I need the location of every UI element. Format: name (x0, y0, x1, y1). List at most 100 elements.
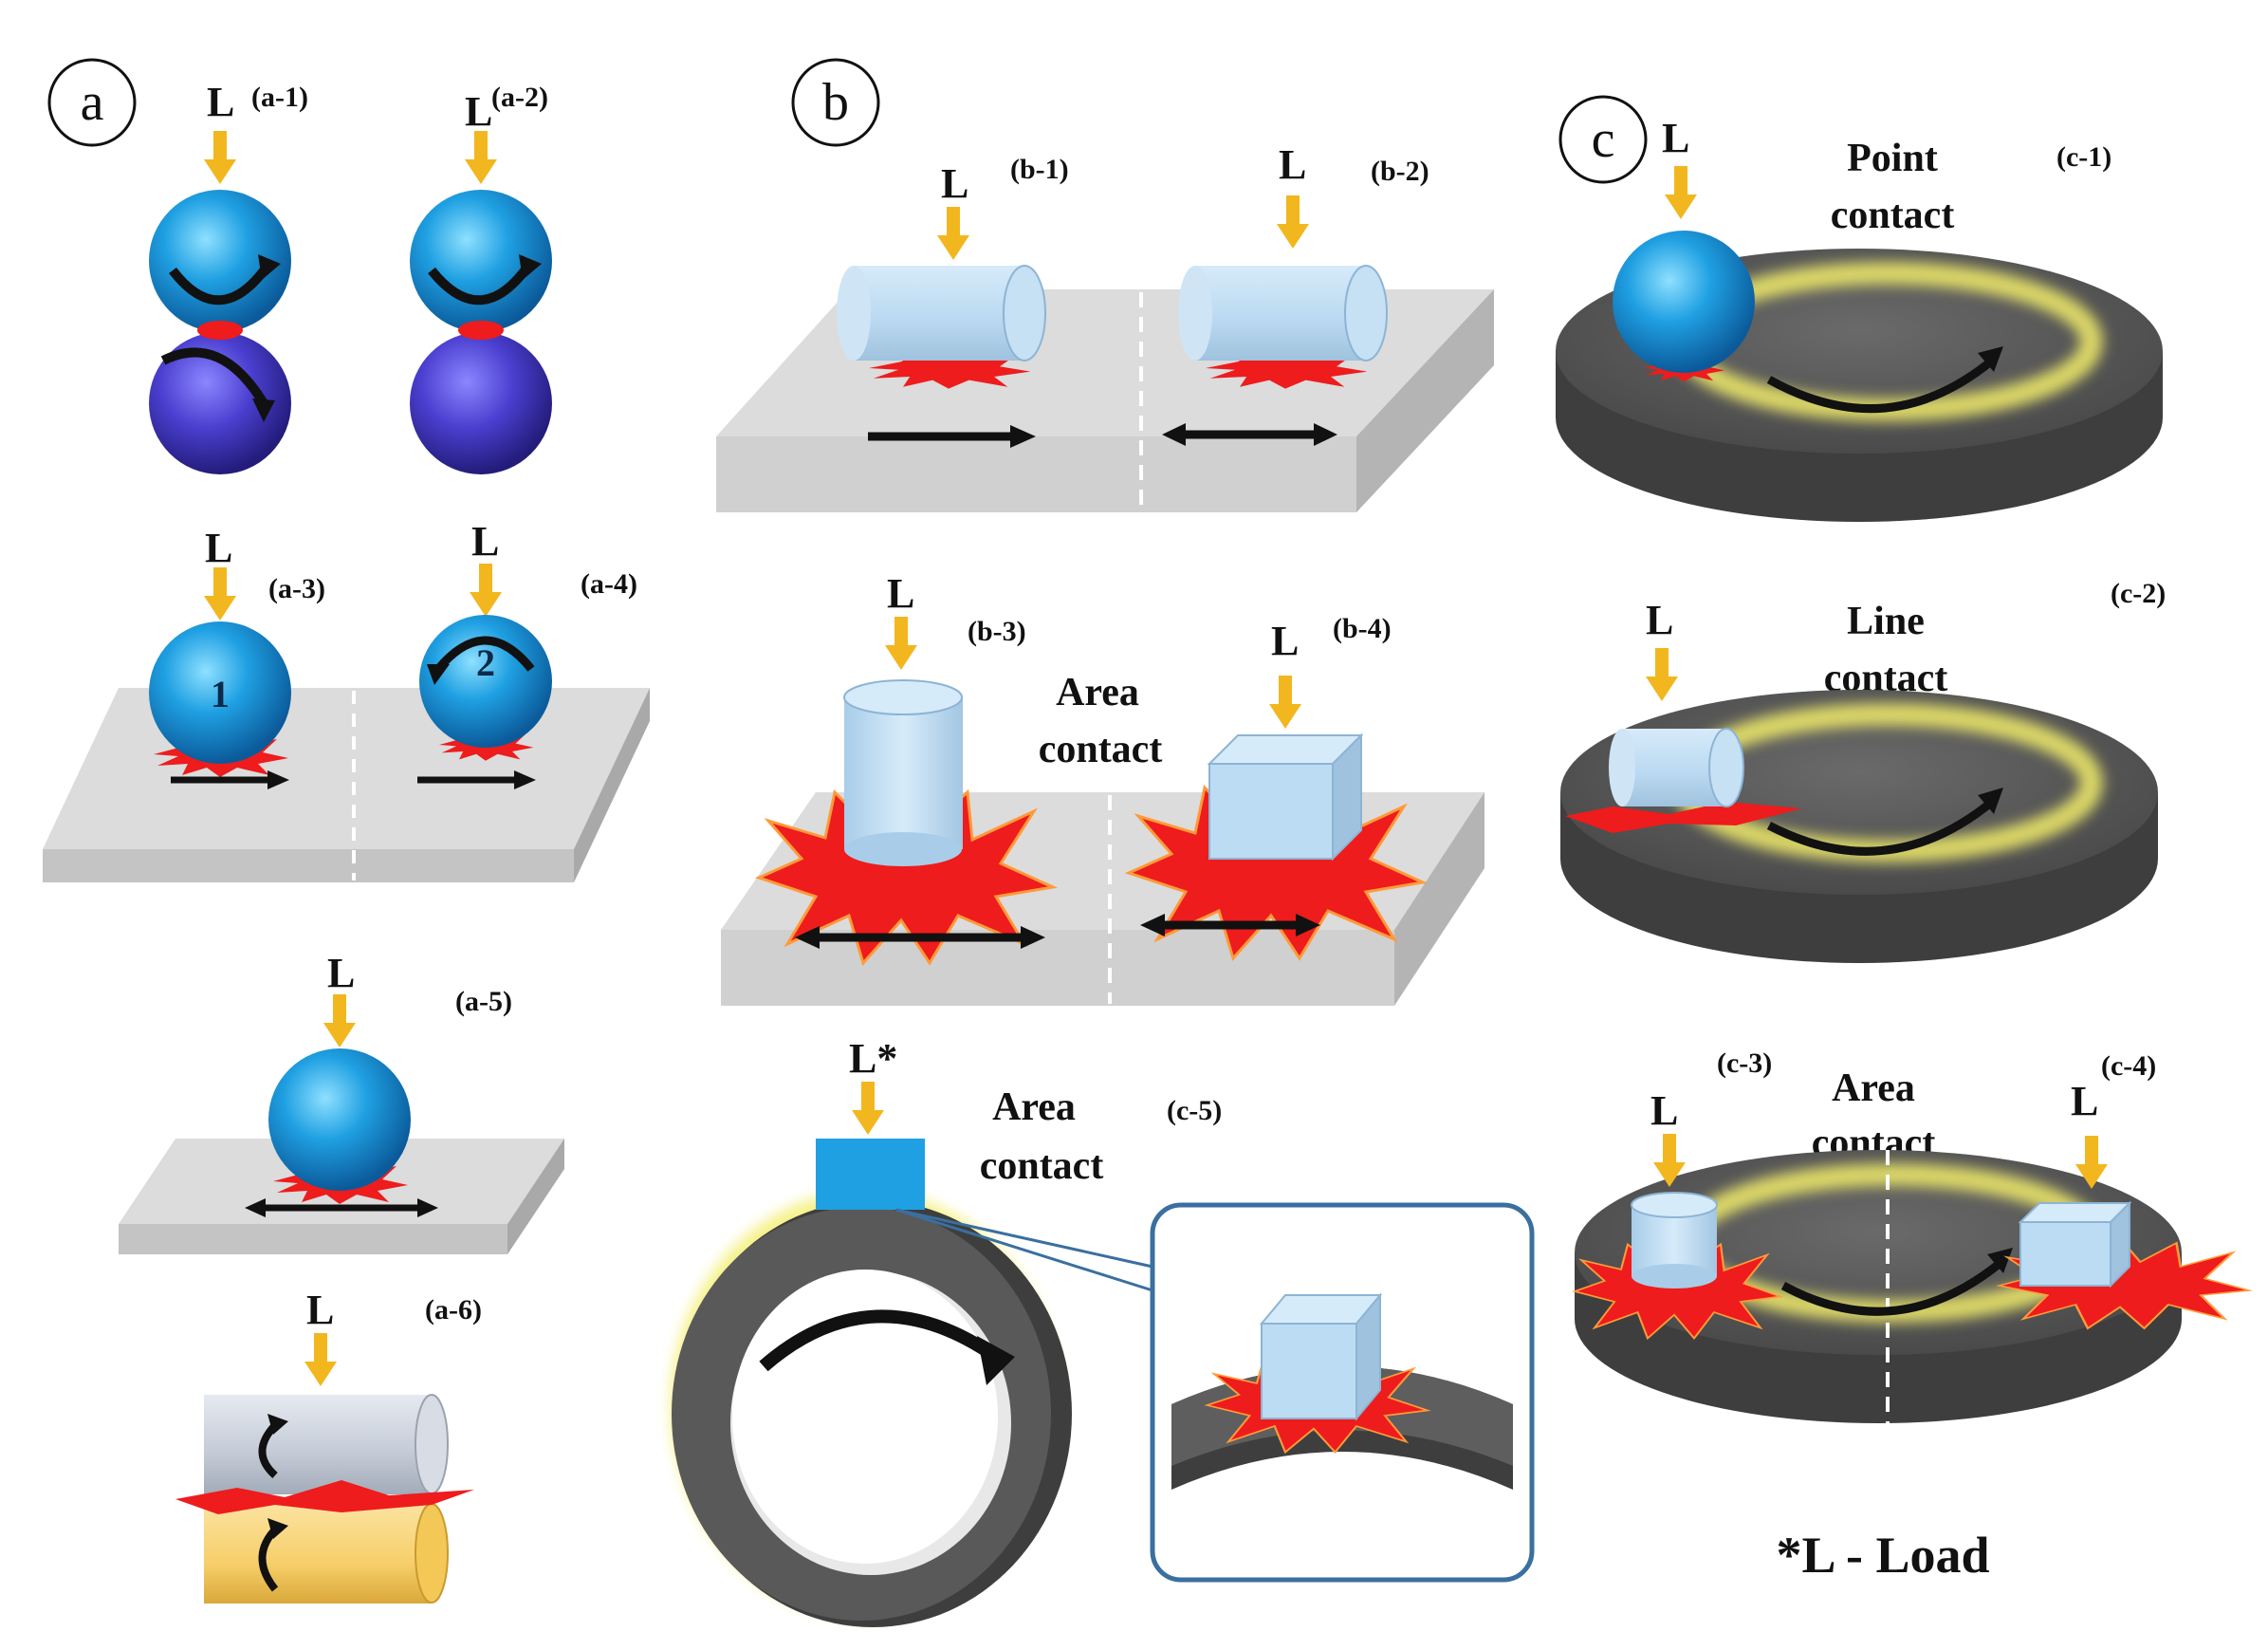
cylinder-end (1609, 729, 1635, 806)
load-label: L* (849, 1035, 897, 1082)
area-contact-title: contact (980, 1144, 1104, 1188)
subpanel-b-1: L (b-1) (837, 154, 1069, 448)
subpanel-b-2: L (b-2) (1162, 141, 1429, 446)
load-label: L (1279, 141, 1306, 188)
cylinder-end (1178, 266, 1212, 361)
subpanel-c-4: L (c-4) (1998, 1050, 2251, 1330)
arrowhead-icon (417, 1198, 438, 1217)
subpanel-label: (a-1) (251, 82, 308, 113)
panel-b-marker (791, 58, 880, 147)
arrowhead-icon (267, 770, 289, 789)
cube-side (1332, 732, 1362, 862)
subpanel-c-3: L (c-3) (1573, 1047, 1782, 1340)
area-contact-title: Area (992, 1085, 1076, 1129)
cylinder-base (844, 832, 962, 866)
subpanel-label: (c-5) (1167, 1095, 1222, 1126)
panel-a: a L (a-1) L (a-2) (43, 58, 650, 1604)
footnote: *L - Load (1776, 1527, 1989, 1584)
contact-spark (1565, 802, 1802, 833)
cylinder-end (1708, 728, 1744, 807)
panel-a-label: a (81, 73, 104, 132)
cylinder-pin (1195, 266, 1366, 361)
arrowhead-icon (977, 1336, 1015, 1385)
arrowhead-icon (252, 399, 275, 422)
load-arrow-icon (465, 131, 497, 184)
subpanel-c-3-c-4: Area contact L (c-3) L (c-4) (1573, 1047, 2251, 1423)
plate-a3-a4 (43, 688, 650, 882)
cube-side (1355, 1292, 1381, 1421)
contact-spark (197, 321, 243, 340)
plate-front (119, 1224, 507, 1254)
load-arrow-icon (852, 1082, 884, 1135)
load-arrow-icon (1665, 166, 1697, 219)
ball (419, 615, 552, 748)
load-label: L (306, 1287, 334, 1333)
cylinder-top (843, 679, 963, 715)
subpanel-label: (b-3) (968, 616, 1026, 647)
load-arrow-icon (470, 564, 502, 617)
load-label: L (1662, 115, 1689, 161)
block-pin (816, 1139, 925, 1210)
cylinder-pin (844, 697, 963, 849)
plate-top (43, 688, 650, 849)
cube-pin (2019, 1221, 2111, 1287)
plate-side (507, 1139, 564, 1254)
arrowhead-icon (1978, 346, 2003, 372)
subpanel-label: (b-1) (1010, 154, 1069, 185)
lower-ball (410, 332, 552, 474)
subpanel-label: (a-6) (425, 1294, 482, 1326)
load-arrow-icon (885, 617, 917, 670)
arrowhead-icon (1987, 1248, 2013, 1273)
ball-number: 1 (211, 673, 230, 715)
subpanel-label: (a-3) (268, 573, 325, 604)
point-contact-title: contact (1831, 194, 1955, 237)
line-contact-title: Line (1847, 600, 1925, 643)
rotation-arrow-icon (160, 347, 268, 406)
cylinder-end (415, 1394, 449, 1494)
ball (1613, 231, 1755, 373)
plate-front (43, 849, 574, 882)
load-label: L (207, 79, 234, 125)
panel-c-label: c (1592, 110, 1615, 169)
point-contact-title: Point (1847, 137, 1938, 180)
subpanel-label: (a-5) (455, 986, 512, 1017)
rotation-arrow-icon (428, 263, 533, 306)
cylinder-end (837, 266, 871, 361)
arrowhead-icon (1162, 423, 1186, 446)
panel-c: c L Point contact (c-1) L Line contact (… (1556, 95, 2251, 1584)
load-label: L (465, 88, 492, 135)
load-arrow-icon (204, 567, 236, 621)
lower-ball (149, 332, 291, 474)
upper-ball (149, 190, 291, 332)
load-label: L (327, 950, 355, 996)
subpanel-a-3: L (a-3) 1 (149, 525, 325, 789)
upper-ball (410, 190, 552, 332)
cube-pin (1261, 1323, 1357, 1419)
subpanel-a-4: L (a-4) 2 (417, 518, 637, 789)
load-arrow-icon (1646, 648, 1678, 701)
upper-cylinder (204, 1395, 432, 1494)
load-label: L (941, 160, 968, 207)
subpanel-c-1: L Point contact (c-1) (1556, 115, 2163, 522)
load-label: L (1646, 597, 1673, 643)
zoom-inset (1150, 1202, 1535, 1583)
subpanel-c-5: L* (c-5) Area contact (671, 1035, 1535, 1627)
arrowhead-icon (514, 770, 536, 789)
load-arrow-icon (323, 994, 356, 1047)
load-label: L (1271, 618, 1299, 664)
subpanel-c-2: L Line contact (c-2) (1560, 578, 2166, 963)
load-label: L (887, 570, 914, 617)
panel-a-marker (47, 58, 137, 147)
arrowhead-icon (258, 254, 281, 280)
area-contact-title: Area (1056, 671, 1139, 714)
arrowhead-icon (1010, 425, 1036, 448)
subpanel-label: (c-4) (2101, 1050, 2156, 1082)
subpanel-label: (b-4) (1333, 613, 1392, 644)
subpanel-b-4: L (b-4) (1127, 613, 1425, 960)
subpanel-label: (c-3) (1717, 1047, 1772, 1079)
panel-b: b L (b-1) L (b-2) (671, 58, 1535, 1627)
arrowhead-icon (1021, 926, 1045, 949)
plate-front (716, 436, 1356, 512)
ring-section-bore (1171, 1452, 1513, 1566)
arrowhead-icon (795, 926, 820, 949)
